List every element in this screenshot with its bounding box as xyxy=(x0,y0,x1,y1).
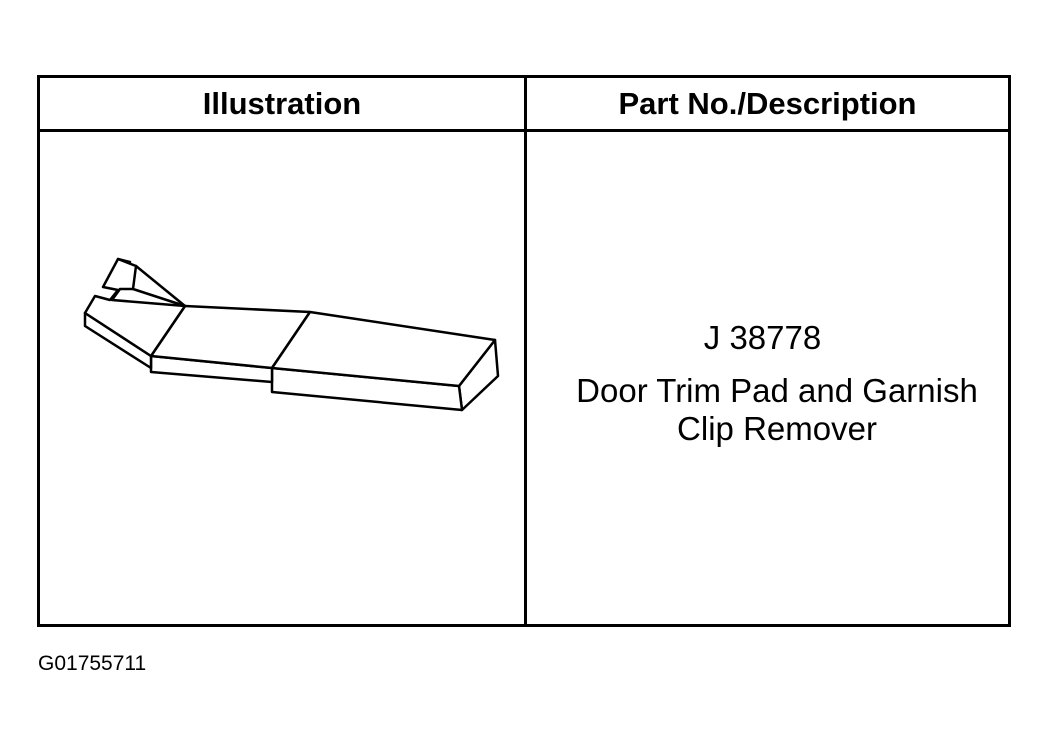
figure-id: G01755711 xyxy=(38,652,147,675)
tool-table: Illustration Part No./Description xyxy=(37,75,1011,627)
part-description-cell: J 38778 Door Trim Pad and Garnish Clip R… xyxy=(527,132,1008,624)
trim-pad-clip-remover-tool-icon xyxy=(83,257,500,412)
part-description: Door Trim Pad and Garnish Clip Remover xyxy=(576,372,978,447)
part-description-column-header: Part No./Description xyxy=(618,86,917,121)
illustration-cell xyxy=(40,132,524,624)
column-divider xyxy=(524,78,527,624)
illustration-column-header: Illustration xyxy=(202,86,362,121)
part-number: J 38778 xyxy=(703,319,822,356)
